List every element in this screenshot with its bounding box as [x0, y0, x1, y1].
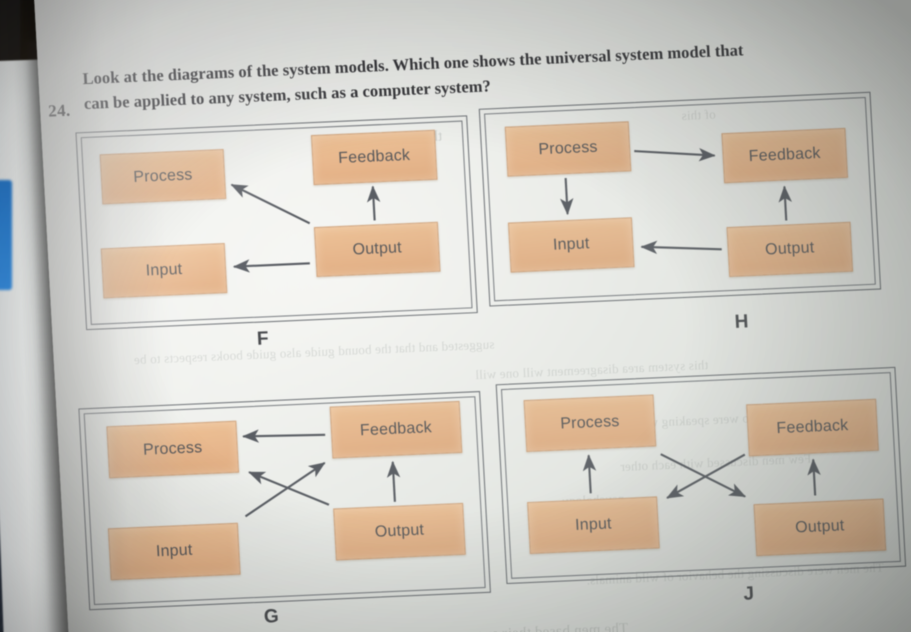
- panel-letter-j: J: [742, 583, 755, 605]
- ghost-text: The men based their arguments on direct …: [249, 621, 629, 632]
- node-process[interactable]: Process: [504, 121, 632, 177]
- node-feedback[interactable]: Feedback: [721, 127, 849, 184]
- panel-letter-f: F: [256, 328, 270, 350]
- node-input[interactable]: Input: [507, 217, 635, 273]
- node-feedback[interactable]: Feedback: [329, 400, 463, 459]
- node-output[interactable]: Output: [313, 221, 441, 278]
- node-feedback[interactable]: Feedback: [310, 129, 438, 186]
- ghost-text: suggested and that the bound guide also …: [133, 336, 495, 368]
- panel-letter-h: H: [734, 311, 749, 333]
- textbook-page: the shadow of this suggested and that th…: [33, 0, 911, 632]
- diagram-panel-j[interactable]: Process Feedback Input Output: [495, 366, 907, 585]
- diagram-panel-h[interactable]: Process Feedback Input Output: [478, 91, 882, 307]
- node-output[interactable]: Output: [333, 502, 466, 561]
- node-output[interactable]: Output: [753, 498, 887, 557]
- panel-letter-g: G: [263, 606, 280, 628]
- blue-bookmark: [0, 180, 12, 290]
- node-input[interactable]: Input: [527, 496, 660, 554]
- node-output[interactable]: Output: [726, 221, 854, 278]
- node-feedback[interactable]: Feedback: [746, 398, 879, 457]
- node-process[interactable]: Process: [523, 394, 657, 453]
